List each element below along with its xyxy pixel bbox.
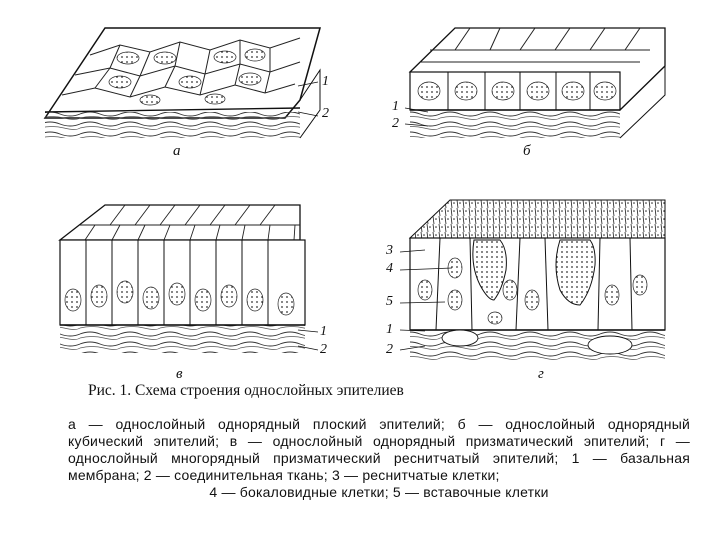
figure-legend: а — однослойный однорядный плоский эпите… [68,416,690,501]
marker-a-1: 1 [322,74,329,90]
panel-label-b: б [523,143,531,160]
panel-g-ciliated [400,200,665,360]
marker-g-1: 1 [386,322,393,338]
legend-text: а — однослойный однорядный плоский эпите… [68,416,690,483]
panel-label-v: в [176,366,183,383]
figure-caption: Рис. 1. Схема строения однослойных эпите… [88,382,404,400]
marker-g-2: 2 [386,342,393,358]
panel-b-cuboidal [405,28,665,138]
marker-b-1: 1 [392,99,399,115]
marker-b-2: 2 [392,116,399,132]
panel-a-squamous [45,28,320,138]
marker-a-2: 2 [322,106,329,122]
marker-g-5: 5 [386,294,393,310]
marker-g-4: 4 [386,261,393,277]
marker-v-2: 2 [320,342,327,358]
panel-label-a: а [173,143,181,160]
marker-v-1: 1 [320,324,327,340]
marker-g-3: 3 [386,243,393,259]
panel-label-g: г [538,366,544,383]
panel-v-columnar [60,205,318,353]
legend-last-line: 4 — бокаловидные клетки; 5 — вставочные … [68,484,690,501]
